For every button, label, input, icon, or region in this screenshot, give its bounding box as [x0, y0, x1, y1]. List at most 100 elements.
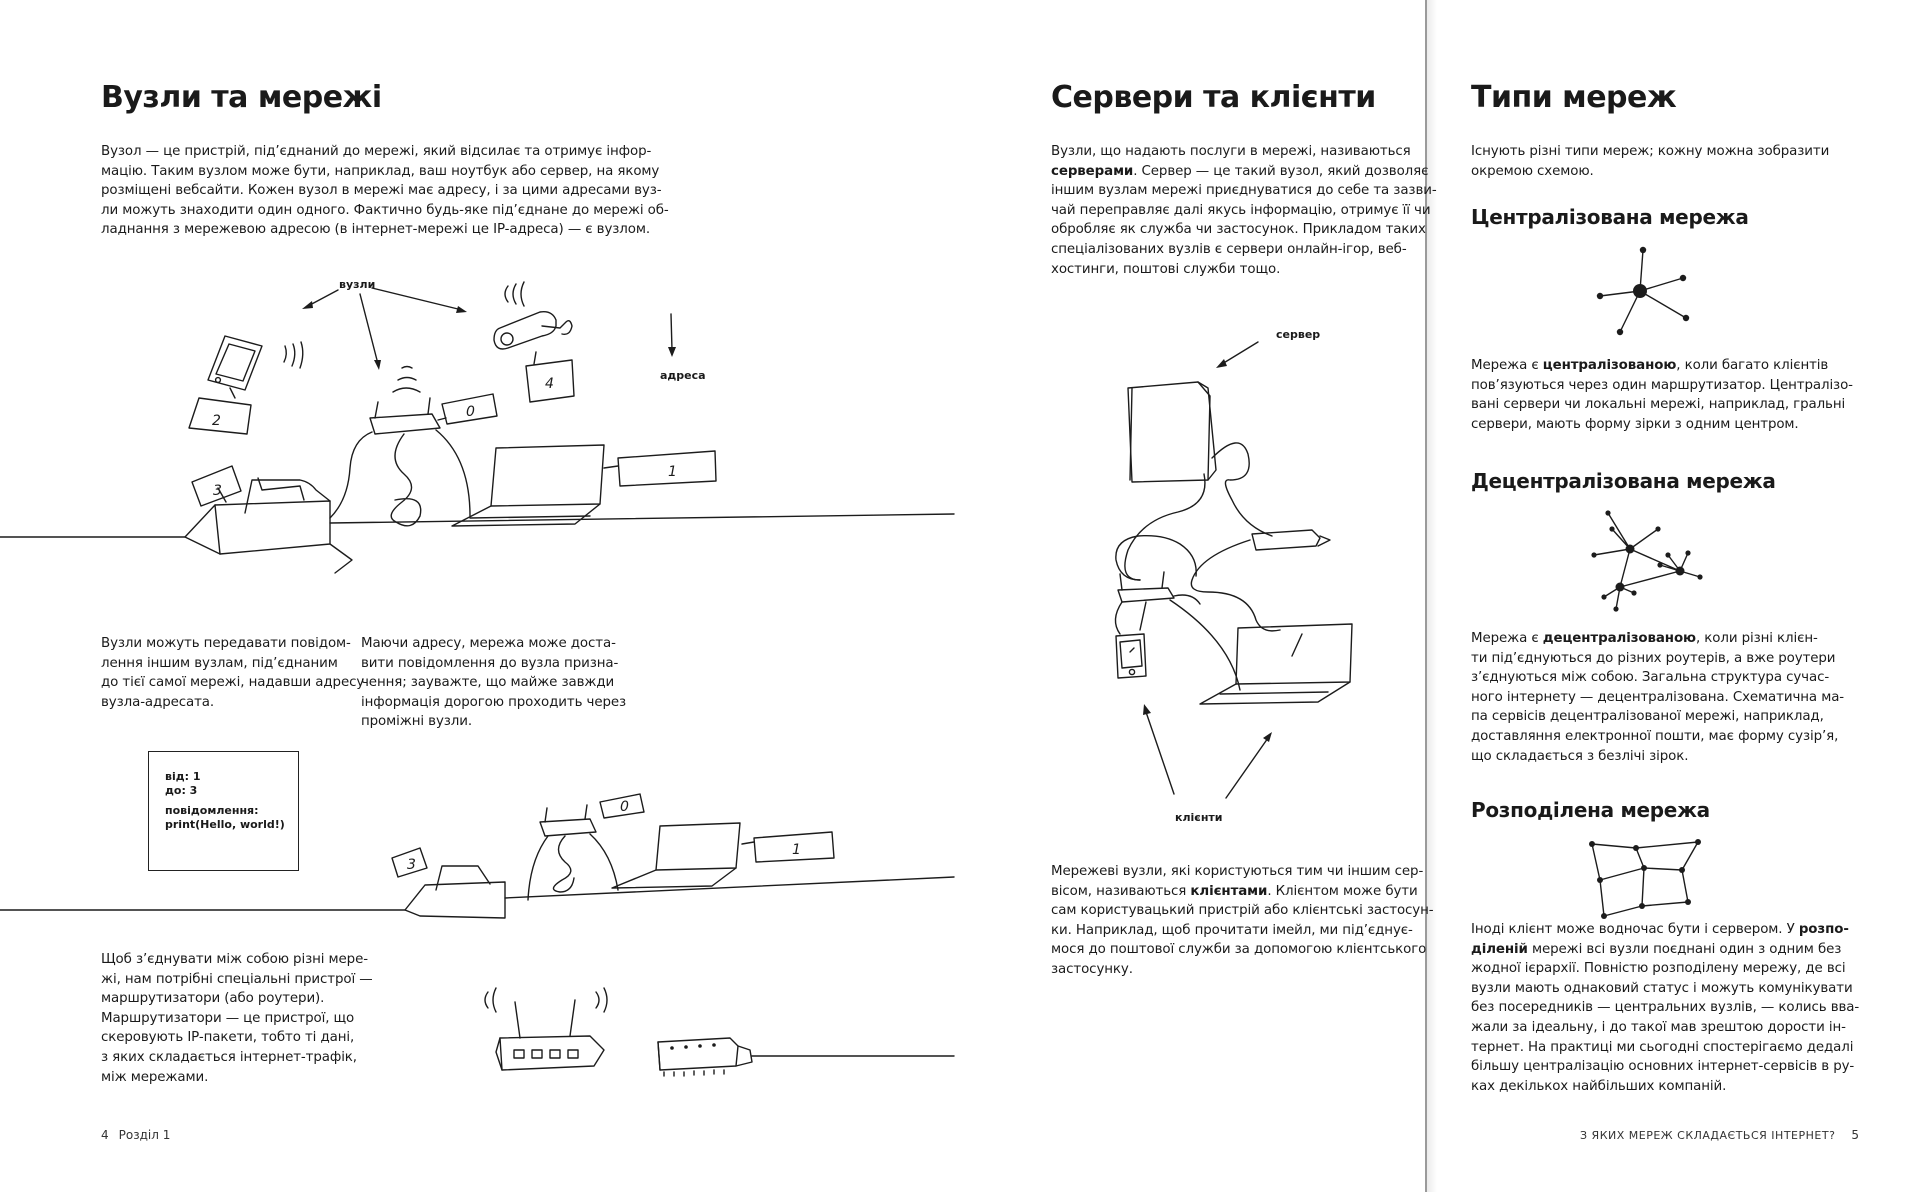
- routers-line: між мережами.: [101, 1069, 209, 1085]
- text-run: пов’язуються через один маршрутизатор. Ц…: [1471, 377, 1853, 393]
- text-line: вісом, називаються клієнтами. Клієнтом м…: [1051, 882, 1434, 902]
- printer-icon: 3: [391, 847, 506, 919]
- bold-term: серверами: [1051, 163, 1134, 179]
- routers-illustration: [484, 987, 955, 1077]
- printer-icon: 3: [184, 465, 353, 574]
- text-line: обробляє як служба чи застосунок. Прикла…: [1051, 220, 1437, 240]
- router-icon: 0: [329, 365, 498, 527]
- column-line: Маючи адресу, мережа може доста-: [361, 636, 616, 651]
- phone-icon: 2: [188, 335, 304, 435]
- intro-line: Існують різні типи мереж; кожну можна зо…: [1471, 144, 1830, 159]
- server-icon: [1127, 381, 1217, 483]
- text-run: спеціалізованих вузлів є сервери онлайн-…: [1051, 241, 1407, 257]
- label-clients: клієнти: [1175, 811, 1223, 824]
- page-gutter: [1425, 0, 1427, 1192]
- routers-line: скеровують IP-пакети, тобто ті дані,: [101, 1030, 355, 1046]
- laptop-icon: 1: [451, 444, 717, 527]
- bold-term: клієнтами: [1190, 883, 1268, 899]
- text-line: діленій мережі всі вузли поєднані один з…: [1471, 940, 1859, 960]
- text-line: жодної ієрархії. Повністю розподілену ме…: [1471, 959, 1859, 979]
- bold-term: діленій: [1471, 941, 1528, 957]
- heading-decentralized: Децентралізована мережа: [1471, 469, 1776, 493]
- text-run: Мережа є: [1471, 631, 1543, 646]
- text-line: ного інтернету — децентралізована. Схема…: [1471, 688, 1844, 708]
- distributed-text: Іноді клієнт може водночас бути і сервер…: [1471, 920, 1859, 1096]
- heading-centralized: Централізована мережа: [1471, 205, 1749, 229]
- text-run: доставляння електронної пошти, має форму…: [1471, 728, 1839, 744]
- label-server: сервер: [1276, 328, 1321, 341]
- svg-text:2: 2: [212, 413, 221, 429]
- text-line: тернет. На практиці ми сьогодні спостері…: [1471, 1038, 1859, 1058]
- message-from: від: 1: [165, 770, 201, 783]
- text-run: вісом, називаються: [1051, 883, 1191, 899]
- bold-term: розпо-: [1798, 922, 1849, 937]
- text-line: сам користувацький пристрій або клієнтсь…: [1051, 901, 1434, 921]
- text-line: іншим вузлам мережі приєднуватися до себ…: [1051, 181, 1437, 201]
- nodes-column-2: Маючи адресу, мережа може доста- вити по…: [361, 634, 626, 732]
- text-run: з’єднуються між собою. Загальна структур…: [1471, 670, 1830, 686]
- text-line: чай переправляє далі якусь інформацію, о…: [1051, 201, 1437, 221]
- camera-icon: 4: [493, 281, 575, 403]
- centralized-network-diagram: [1596, 246, 1690, 336]
- bold-term: децентралізованою: [1542, 631, 1696, 646]
- text-run: , коли багато клієнтів: [1676, 358, 1829, 373]
- routers-line: Маршрутизатори — це пристрої, що: [101, 1010, 355, 1026]
- routers-text: Щоб з’єднувати між собою різні мере- жі,…: [101, 950, 373, 1087]
- router-icon: [1114, 571, 1241, 691]
- nodes-column-1: Вузли можуть передавати повідом- лення і…: [101, 634, 364, 712]
- svg-text:0: 0: [466, 404, 475, 420]
- text-run: . Сервер — це такий вузол, який дозволяє: [1133, 163, 1429, 179]
- column-line: проміжні вузли.: [361, 714, 473, 730]
- text-line: більшу централізацію основних інтернет-с…: [1471, 1057, 1859, 1077]
- text-run: , коли різні клієн-: [1695, 631, 1818, 646]
- text-line: Вузли, що надають послуги в мережі, нази…: [1051, 142, 1437, 162]
- text-line: жали за ідеальну, і до такої мав зрештою…: [1471, 1018, 1859, 1038]
- nodes-network-illustration: 2 0 4 1 3: [0, 281, 955, 574]
- text-run: сам користувацький пристрій або клієнтсь…: [1051, 903, 1434, 919]
- network-types-intro: Існують різні типи мереж; кожну можна зо…: [1471, 142, 1829, 181]
- text-line: що складається з безлічі зірок.: [1471, 747, 1844, 767]
- text-run: Мережеві вузли, які користуються тим чи …: [1051, 864, 1424, 879]
- router-icon: 0: [527, 793, 645, 901]
- text-line: мося до поштової служби за допомогою клі…: [1051, 940, 1434, 960]
- running-head: З ЯКИХ МЕРЕЖ СКЛАДАЄТЬСЯ ІНТЕРНЕТ?: [1580, 1129, 1836, 1142]
- text-line: Іноді клієнт може водночас бути і сервер…: [1471, 920, 1859, 940]
- laptop-icon: 1: [611, 822, 835, 889]
- nodes-intro-line: розміщені вебсайти. Кожен вузол в мережі…: [101, 183, 662, 199]
- text-run: вані сервери чи локальні мережі, наприкл…: [1471, 397, 1846, 413]
- column-line: до тієї самої мережі, надавши адресу: [101, 675, 365, 691]
- text-line: Мережа є централізованою, коли багато кл…: [1471, 356, 1853, 376]
- column-line: лення іншим вузлам, під’єднаним: [101, 655, 338, 671]
- text-line: застосунку.: [1051, 960, 1434, 980]
- text-line: без посередників — центральних вузлів, —…: [1471, 998, 1859, 1018]
- column-line: Вузли можуть передавати повідом-: [101, 636, 351, 651]
- column-line: чення; зауважте, що майже завжди: [361, 675, 615, 691]
- text-run: Вузли, що надають послуги в мережі, нази…: [1051, 144, 1411, 159]
- centralized-text: Мережа є централізованою, коли багато кл…: [1471, 356, 1853, 434]
- page-number-left: 4: [101, 1128, 109, 1142]
- column-line: вити повідомлення до вузла призна-: [361, 655, 619, 671]
- routers-line: з яких складається інтернет-трафік,: [101, 1049, 357, 1065]
- message-to: до: 3: [165, 784, 198, 797]
- bold-term: централізованою: [1542, 358, 1677, 373]
- text-run: хостинги, поштові служби тощо.: [1051, 261, 1281, 277]
- text-run: Іноді клієнт може водночас бути і сервер…: [1471, 922, 1799, 937]
- message-path-illustration: 3 0 1: [0, 793, 955, 919]
- text-run: мося до поштової служби за допомогою клі…: [1051, 942, 1427, 958]
- server-clients-illustration: [1114, 341, 1353, 799]
- text-run: застосунку.: [1051, 961, 1133, 977]
- switch-icon: [1251, 529, 1331, 551]
- message-label: повідомлення:: [165, 804, 259, 817]
- text-run: що складається з безлічі зірок.: [1471, 748, 1689, 764]
- text-run: більшу централізацію основних інтернет-с…: [1471, 1059, 1855, 1075]
- text-line: ках декількох найбільших компаній.: [1471, 1077, 1859, 1097]
- svg-text:4: 4: [545, 376, 554, 392]
- message-body: print(Hello, world!): [165, 818, 285, 831]
- nodes-intro-line: ладнання з мережевою адресою (в інтернет…: [101, 222, 651, 238]
- routers-line: маршрутизатори (або роутери).: [101, 991, 325, 1007]
- svg-text:3: 3: [213, 483, 222, 499]
- text-run: чай переправляє далі якусь інформацію, о…: [1051, 202, 1431, 218]
- heading-distributed: Розподілена мережа: [1471, 798, 1710, 822]
- nodes-intro-line: Вузол — це пристрій, під’єднаний до мере…: [101, 144, 652, 159]
- switch-icon: [657, 1037, 955, 1077]
